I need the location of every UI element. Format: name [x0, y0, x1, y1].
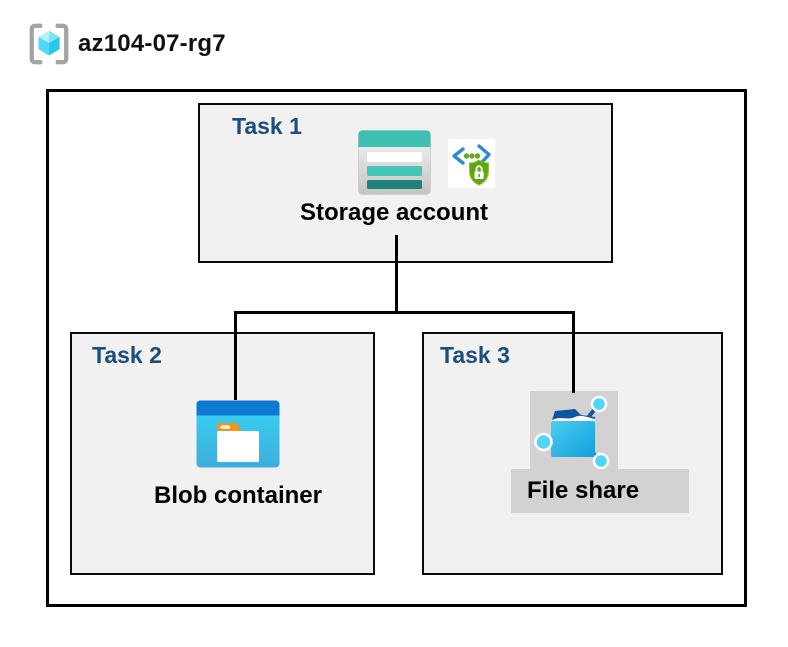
fileshare-label-highlight[interactable]: File share [511, 469, 689, 513]
page-title: az104-07-rg7 [78, 30, 226, 57]
resource-group-icon [26, 20, 72, 68]
file-share-node[interactable] [531, 391, 617, 469]
task2-box: Task 2 Blob container [70, 332, 375, 575]
sas-shield-lock-icon [448, 139, 495, 188]
blob-container-node[interactable] [196, 400, 280, 468]
task1-box: Task 1 [198, 103, 613, 263]
task1-heading: Task 1 [232, 113, 302, 139]
storage-account-label[interactable]: Storage account [299, 199, 489, 226]
blob-container-label[interactable]: Blob container [153, 482, 322, 509]
task3-heading: Task 3 [440, 342, 510, 368]
file-share-icon [531, 391, 617, 469]
connector-to-fileshare [572, 311, 575, 393]
connector-horizontal [234, 311, 575, 314]
blob-container-icon [196, 400, 280, 468]
connector-stem [395, 235, 398, 313]
storage-account-icon [358, 130, 431, 195]
task2-heading: Task 2 [92, 342, 162, 368]
file-share-label: File share [527, 477, 640, 504]
storage-account-node[interactable] [350, 127, 510, 199]
connector-to-blob [234, 311, 237, 400]
